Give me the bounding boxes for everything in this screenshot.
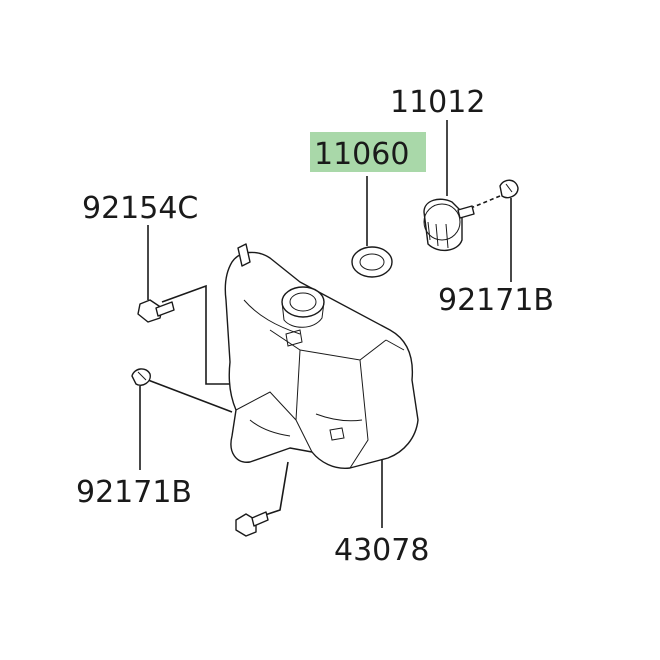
reservoir-tank	[224, 243, 419, 469]
label-tank: 43078	[334, 533, 429, 568]
mounting-bolt-upper	[137, 299, 175, 323]
hose-clamp-left	[131, 368, 151, 386]
hose-clamp-right	[499, 179, 519, 199]
label-bolt: 92154C	[82, 191, 198, 226]
cap-gasket	[351, 246, 393, 278]
mounting-bolt-lower	[235, 511, 269, 537]
label-cap: 11012	[390, 85, 485, 120]
filler-cap	[423, 198, 475, 251]
label-clamp-left: 92171B	[76, 475, 192, 510]
part-number-highlight	[310, 132, 426, 172]
label-gasket: 11060	[314, 137, 409, 172]
label-clamp-right: 92171B	[438, 283, 554, 318]
